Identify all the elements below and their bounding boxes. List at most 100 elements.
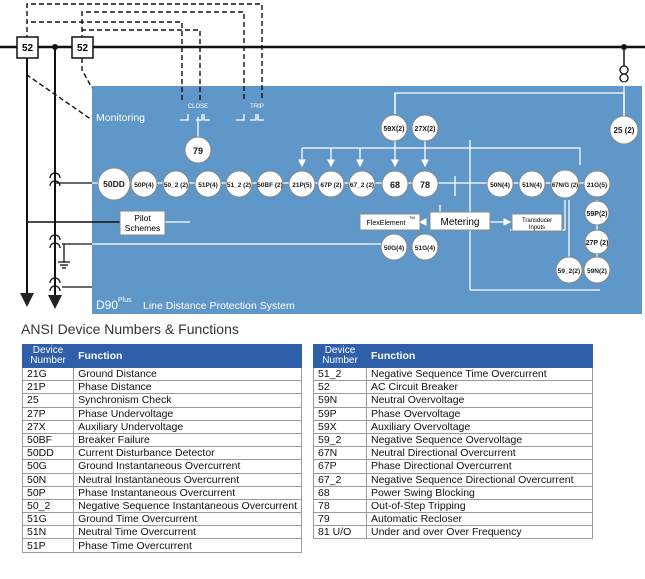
device-number-cell: 50P [21, 485, 75, 500]
function-cell: Neutral Directional Overcurrent [366, 446, 593, 461]
function-cell: Ground Instantaneous Overcurrent [73, 459, 302, 474]
svg-text:50P(4): 50P(4) [134, 182, 154, 189]
device-number-cell: 51_2 [313, 366, 367, 382]
device-21p: 21P(5) [288, 170, 316, 198]
breaker-left: 52 [16, 36, 39, 59]
device-78: 78 [411, 170, 439, 198]
device-59p: 59P(2) [584, 200, 610, 226]
svg-text:51_2 (2): 51_2 (2) [227, 182, 251, 189]
device-number-cell: 21G [21, 366, 75, 382]
device-number-cell: 67P [313, 459, 367, 474]
svg-text:21G(5): 21G(5) [587, 182, 607, 189]
device-59n: 59N(2) [583, 256, 611, 284]
svg-text:Transducer: Transducer [522, 218, 552, 224]
vt-left-icon [49, 234, 92, 292]
device-59-2: 59_2(2) [555, 256, 583, 284]
device-67p: 67P (2) [317, 170, 345, 198]
function-cell: Out-of-Step Tripping [366, 498, 593, 514]
svg-text:Line Distance Protection Syste: Line Distance Protection System [143, 300, 295, 312]
function-cell: Negative Sequence Time Overcurrent [366, 366, 593, 382]
device-number-cell: 51N [21, 525, 75, 540]
device-number-cell: 68 [313, 485, 367, 500]
device-number-cell: 81 U/O [313, 525, 367, 540]
device-number-cell: 79 [313, 512, 367, 527]
product-label: D90 Plus Line Distance Protection System [96, 297, 295, 312]
device-number-cell: 50BF [21, 432, 75, 448]
svg-text:D90: D90 [96, 298, 118, 312]
device-50-2: 50_2 (2) [162, 170, 190, 198]
metering-box: Metering [429, 211, 491, 231]
device-number-cell: 52 [313, 380, 367, 395]
function-cell: Negative Sequence Directional Overcurren… [366, 472, 593, 487]
device-number-cell: 78 [313, 498, 367, 514]
svg-text:59X(2): 59X(2) [383, 126, 404, 133]
device-number-cell: 50G [21, 459, 75, 474]
svg-text:25 (2): 25 (2) [614, 126, 635, 135]
device-number-cell: 67_2 [313, 472, 367, 487]
device-number-cell: 27X [21, 419, 75, 434]
svg-text:27X(2): 27X(2) [414, 126, 435, 133]
function-cell: Phase Undervoltage [73, 406, 302, 421]
svg-text:Metering: Metering [441, 217, 480, 228]
flexelement-box: FlexElement TM [359, 213, 421, 231]
function-cell: Under and over Over Frequency [366, 525, 593, 540]
system-panel [92, 86, 642, 314]
function-header: Function [73, 344, 302, 368]
device-number-cell: 59N [313, 393, 367, 408]
monitoring-label: Monitoring [96, 112, 145, 124]
device-51-2: 51_2 (2) [225, 170, 253, 198]
function-cell: Auxiliary Overvoltage [366, 419, 593, 434]
svg-text:51N(4): 51N(4) [522, 182, 542, 189]
device-number-cell: 50N [21, 472, 75, 487]
svg-text:TM: TM [409, 215, 415, 220]
device-21g: 21G(5) [583, 170, 611, 198]
svg-text:Plus: Plus [118, 297, 132, 304]
device-number-cell: 25 [21, 393, 75, 408]
svg-text:FlexElement: FlexElement [367, 220, 406, 227]
function-cell: Breaker Failure [73, 432, 302, 448]
function-header: Function [366, 344, 593, 368]
device-51p: 51P(4) [194, 170, 222, 198]
function-cell: Auxiliary Undervoltage [73, 419, 302, 434]
function-cell: Neutral Instantaneous Overcurrent [73, 472, 302, 487]
function-cell: Automatic Recloser [366, 512, 593, 527]
device-50g: 50G(4) [380, 233, 408, 261]
svg-text:59N(2): 59N(2) [587, 268, 607, 275]
section-title: ANSI Device Numbers & Functions [21, 321, 239, 337]
device-number-cell: 21P [21, 380, 75, 395]
function-cell: Synchronism Check [73, 393, 302, 408]
trip-label: TRIP [250, 104, 264, 110]
svg-text:52: 52 [22, 43, 34, 54]
function-cell: Phase Instantaneous Overcurrent [73, 485, 302, 500]
device-51n: 51N(4) [518, 170, 546, 198]
device-number-cell: 59_2 [313, 432, 367, 448]
device-50n: 50N(4) [486, 170, 514, 198]
function-cell: Power Swing Blocking [366, 485, 593, 500]
svg-text:50G(4): 50G(4) [384, 245, 404, 252]
device-number-cell: 50_2 [21, 498, 75, 514]
device-51g: 51G(4) [411, 233, 439, 261]
function-cell: Current Disturbance Detector [73, 446, 302, 461]
breaker-right: 52 [71, 36, 94, 59]
function-cell: Negative Sequence Instantaneous Overcurr… [73, 498, 302, 514]
device-number-cell: 27P [21, 406, 75, 421]
protection-diagram: 52 52 [0, 3, 645, 314]
svg-text:52: 52 [77, 43, 89, 54]
svg-text:27P (2): 27P (2) [586, 240, 609, 247]
